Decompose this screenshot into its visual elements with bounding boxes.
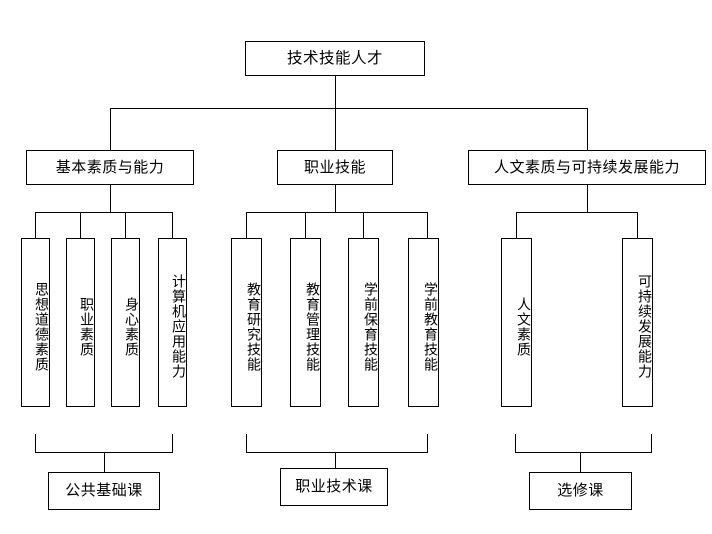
node-course-basic: 公共基础课 bbox=[48, 472, 160, 510]
connector-humanistic-bus bbox=[516, 212, 638, 213]
connector-basic-course-stem bbox=[104, 452, 105, 472]
node-leaf-humanistic-2: 可持续发展能力 bbox=[622, 238, 653, 407]
connector-vocational-course-stem bbox=[335, 452, 336, 472]
connector-vocational-drop-2 bbox=[305, 212, 306, 238]
connector-basic-drop-3 bbox=[125, 212, 126, 238]
connector-basic-drop-4 bbox=[172, 212, 173, 238]
connector-root-stem bbox=[335, 76, 336, 108]
node-leaf-basic-4-label: 计算机应用能力 bbox=[170, 274, 186, 379]
connector-vocational-drop-4 bbox=[427, 212, 428, 238]
connector-vocational-drop-1 bbox=[246, 212, 247, 238]
node-branch-basic-label: 基本素质与能力 bbox=[55, 157, 165, 176]
connector-humanistic-stem bbox=[587, 185, 588, 212]
node-leaf-humanistic-2-label: 可持续发展能力 bbox=[636, 274, 652, 379]
connector-humanistic-bracket-right bbox=[651, 434, 652, 452]
node-leaf-basic-4: 计算机应用能力 bbox=[158, 238, 187, 407]
connector-humanistic-bracket-left bbox=[515, 434, 516, 452]
node-leaf-vocational-4: 学前教育技能 bbox=[408, 238, 439, 407]
node-course-basic-label: 公共基础课 bbox=[65, 481, 143, 500]
node-branch-humanistic-label: 人文素质与可持续发展能力 bbox=[493, 157, 680, 176]
connector-basic-bracket-left bbox=[35, 434, 36, 452]
node-leaf-humanistic-1-label: 人文素质 bbox=[515, 296, 531, 357]
node-leaf-humanistic-1: 人文素质 bbox=[501, 238, 532, 407]
connector-basic-drop-2 bbox=[80, 212, 81, 238]
connector-humanistic-drop-1 bbox=[516, 212, 517, 238]
node-leaf-basic-2-label: 职业素质 bbox=[78, 296, 94, 357]
connector-vocational-bus bbox=[246, 212, 428, 213]
node-course-vocational: 职业技术课 bbox=[280, 468, 388, 506]
node-branch-basic: 基本素质与能力 bbox=[26, 150, 194, 185]
node-leaf-vocational-2-label: 教育管理技能 bbox=[304, 281, 320, 372]
connector-vocational-bracket-bus bbox=[246, 452, 428, 453]
connector-humanistic-drop-2 bbox=[637, 212, 638, 238]
node-leaf-basic-2: 职业素质 bbox=[66, 238, 95, 407]
connector-bus-drop-basic bbox=[110, 108, 111, 150]
node-branch-vocational: 职业技能 bbox=[277, 150, 393, 185]
connector-bus-drop-humanistic bbox=[587, 108, 588, 150]
connector-humanistic-bracket-bus bbox=[515, 452, 652, 453]
connector-main-bus bbox=[110, 108, 588, 109]
connector-basic-bus bbox=[35, 212, 173, 213]
node-course-vocational-label: 职业技术课 bbox=[295, 477, 373, 496]
node-course-humanistic: 选修课 bbox=[529, 472, 632, 510]
node-root-label: 技术技能人才 bbox=[286, 49, 383, 68]
node-branch-vocational-label: 职业技能 bbox=[303, 157, 366, 176]
connector-basic-bracket-right bbox=[172, 434, 173, 452]
connector-vocational-drop-3 bbox=[363, 212, 364, 238]
connector-basic-drop-1 bbox=[35, 212, 36, 238]
connector-vocational-bracket-left bbox=[246, 434, 247, 452]
node-root: 技术技能人才 bbox=[245, 41, 425, 76]
connector-bus-drop-vocational bbox=[335, 108, 336, 150]
node-branch-humanistic: 人文素质与可持续发展能力 bbox=[468, 150, 706, 185]
node-leaf-basic-3-label: 身心素质 bbox=[123, 296, 139, 357]
node-course-humanistic-label: 选修课 bbox=[557, 481, 604, 500]
node-leaf-vocational-1: 教育研究技能 bbox=[231, 238, 262, 407]
node-leaf-basic-1: 思想道德素质 bbox=[21, 238, 50, 407]
node-leaf-vocational-3-label: 学前保育技能 bbox=[362, 281, 378, 372]
node-leaf-vocational-3: 学前保育技能 bbox=[348, 238, 379, 407]
connector-vocational-bracket-right bbox=[427, 434, 428, 452]
connector-vocational-stem bbox=[335, 185, 336, 212]
node-leaf-vocational-4-label: 学前教育技能 bbox=[422, 281, 438, 372]
connector-humanistic-course-stem bbox=[580, 452, 581, 472]
node-leaf-vocational-1-label: 教育研究技能 bbox=[245, 281, 261, 372]
node-leaf-vocational-2: 教育管理技能 bbox=[290, 238, 321, 407]
connector-basic-stem bbox=[110, 185, 111, 212]
node-leaf-basic-1-label: 思想道德素质 bbox=[33, 281, 49, 372]
node-leaf-basic-3: 身心素质 bbox=[111, 238, 140, 407]
